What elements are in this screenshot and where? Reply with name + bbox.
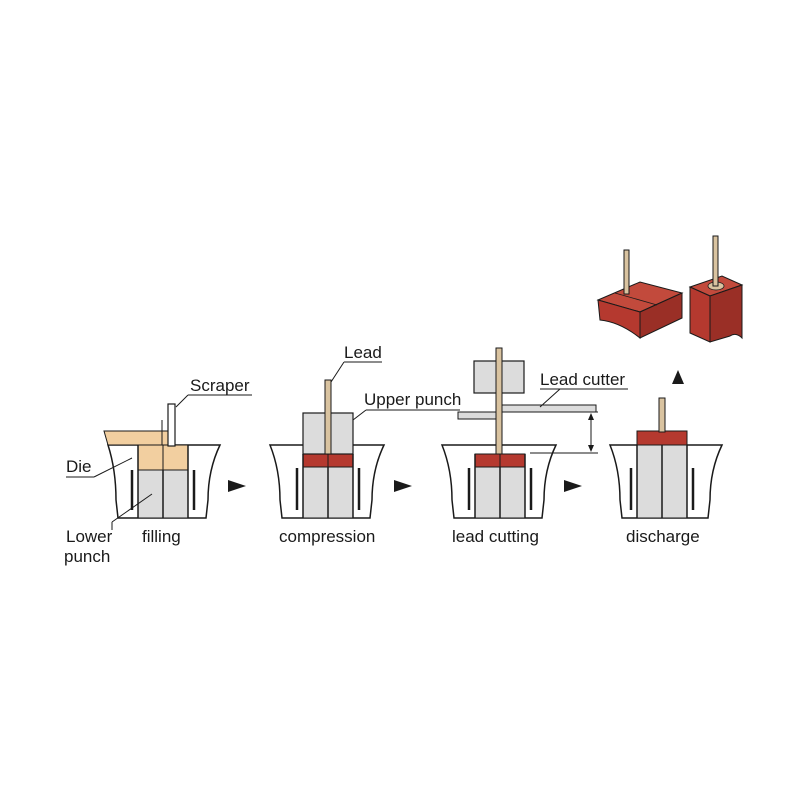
label-lower-punch-1: Lower [66, 527, 113, 546]
label-lead-cutter: Lead cutter [540, 370, 625, 389]
step-label-compression: compression [279, 527, 375, 546]
step-arrow-2 [394, 480, 412, 492]
lead-cutter-right [501, 404, 597, 413]
scraper-blade [167, 403, 176, 447]
discharge-arrow [672, 370, 684, 384]
lead-wire [324, 379, 332, 455]
step-discharge: discharge [608, 370, 724, 546]
label-die: Die [66, 457, 92, 476]
label-scraper: Scraper [190, 376, 250, 395]
lead-wire [658, 397, 666, 433]
label-lower-punch-2: punch [64, 547, 110, 566]
feed-shoe [103, 430, 169, 446]
step-label-lead-cutting: lead cutting [452, 527, 539, 546]
lead-wire [712, 235, 719, 287]
step-label-filling: filling [142, 527, 181, 546]
step-lead-cutting: Lead cutter lead cutting [440, 347, 628, 546]
finished-brush-block [688, 235, 744, 343]
step-compression: Lead Upper punch compression [268, 343, 461, 546]
step-arrow-1 [228, 480, 246, 492]
step-arrow-3 [564, 480, 582, 492]
compact-ejected [636, 430, 688, 446]
step-filling: Scraper Die Lower punch filling [64, 376, 252, 566]
step-label-discharge: discharge [626, 527, 700, 546]
lead-wire [623, 249, 630, 295]
finished-brush-curved [596, 249, 684, 340]
label-lead: Lead [344, 343, 382, 362]
label-upper-punch: Upper punch [364, 390, 461, 409]
lead-wire [495, 347, 503, 455]
lead-cutter-left [457, 411, 497, 420]
